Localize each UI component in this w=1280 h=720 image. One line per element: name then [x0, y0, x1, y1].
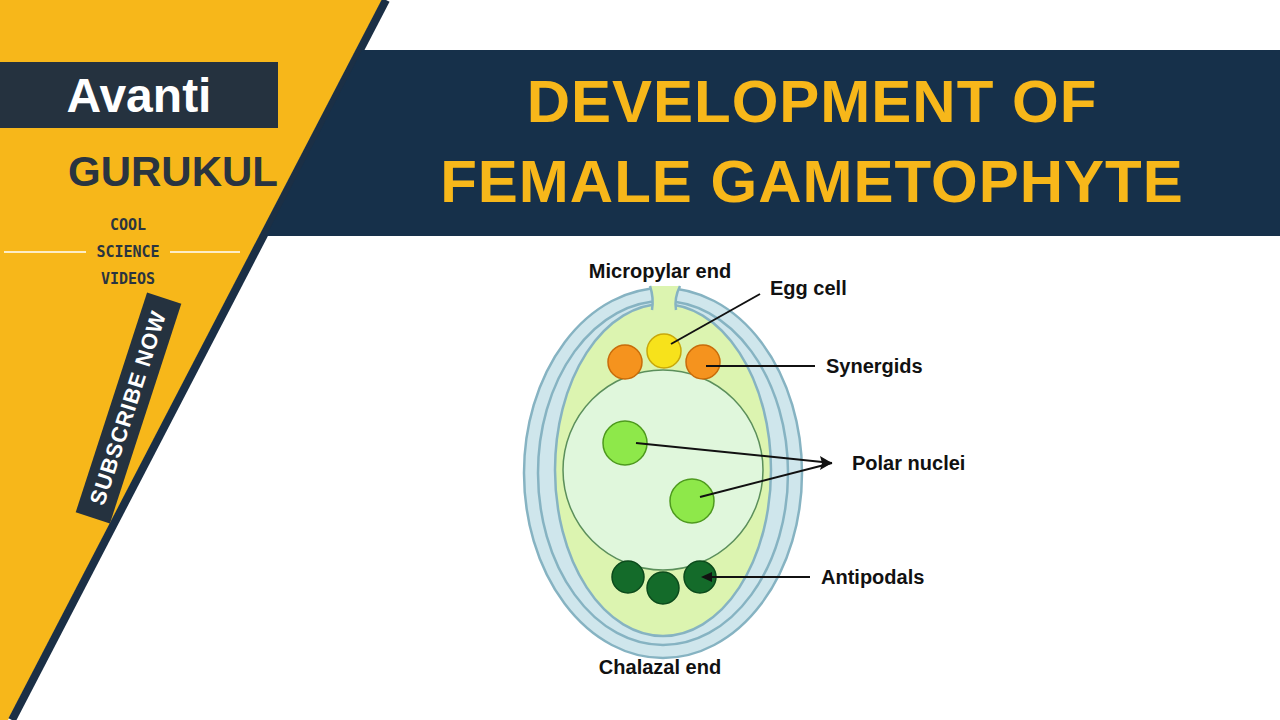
synergid [686, 345, 720, 379]
outer-integument [524, 288, 802, 658]
antipodal [612, 561, 644, 593]
label: Micropylar end [589, 260, 731, 283]
micropyle-edge [650, 286, 653, 310]
leader-lines [636, 294, 832, 577]
leader-line [671, 294, 760, 344]
egg-cell [647, 334, 681, 368]
arrow-head [701, 572, 712, 582]
yellow-panel [0, 0, 382, 720]
synergid [608, 345, 642, 379]
label: Egg cell [770, 277, 847, 300]
central-cell [563, 370, 763, 570]
antipodal [684, 561, 716, 593]
title: DEVELOPMENT OF FEMALE GAMETOPHYTE [392, 62, 1232, 222]
leader-line [700, 463, 832, 497]
label: SCIENCE [96, 243, 159, 261]
logo-box: Avanti [0, 62, 278, 128]
arrow-head [820, 456, 832, 470]
label: VIDEOS [101, 270, 155, 288]
polar-nucleus [670, 479, 714, 523]
embryo-sac [555, 304, 771, 636]
label: Synergids [826, 355, 923, 378]
label: COOL [110, 216, 146, 234]
ovule-illustration [524, 286, 802, 658]
node-text: Avanti [67, 68, 212, 123]
divider-line [170, 251, 240, 253]
diagonal-stripe [12, 0, 386, 720]
label: Chalazal end [599, 656, 721, 679]
inner-integument [538, 301, 788, 645]
leader-line [705, 576, 810, 578]
divider-line [4, 251, 86, 253]
micropyle-edge [676, 286, 681, 310]
title-band [266, 50, 1280, 236]
micropyle [650, 286, 680, 312]
leader-line [636, 443, 832, 463]
label: GURUKUL [68, 148, 278, 196]
label: Polar nuclei [852, 452, 965, 475]
label: Antipodals [821, 566, 924, 589]
antipodal [647, 572, 679, 604]
leader-line [706, 365, 815, 367]
